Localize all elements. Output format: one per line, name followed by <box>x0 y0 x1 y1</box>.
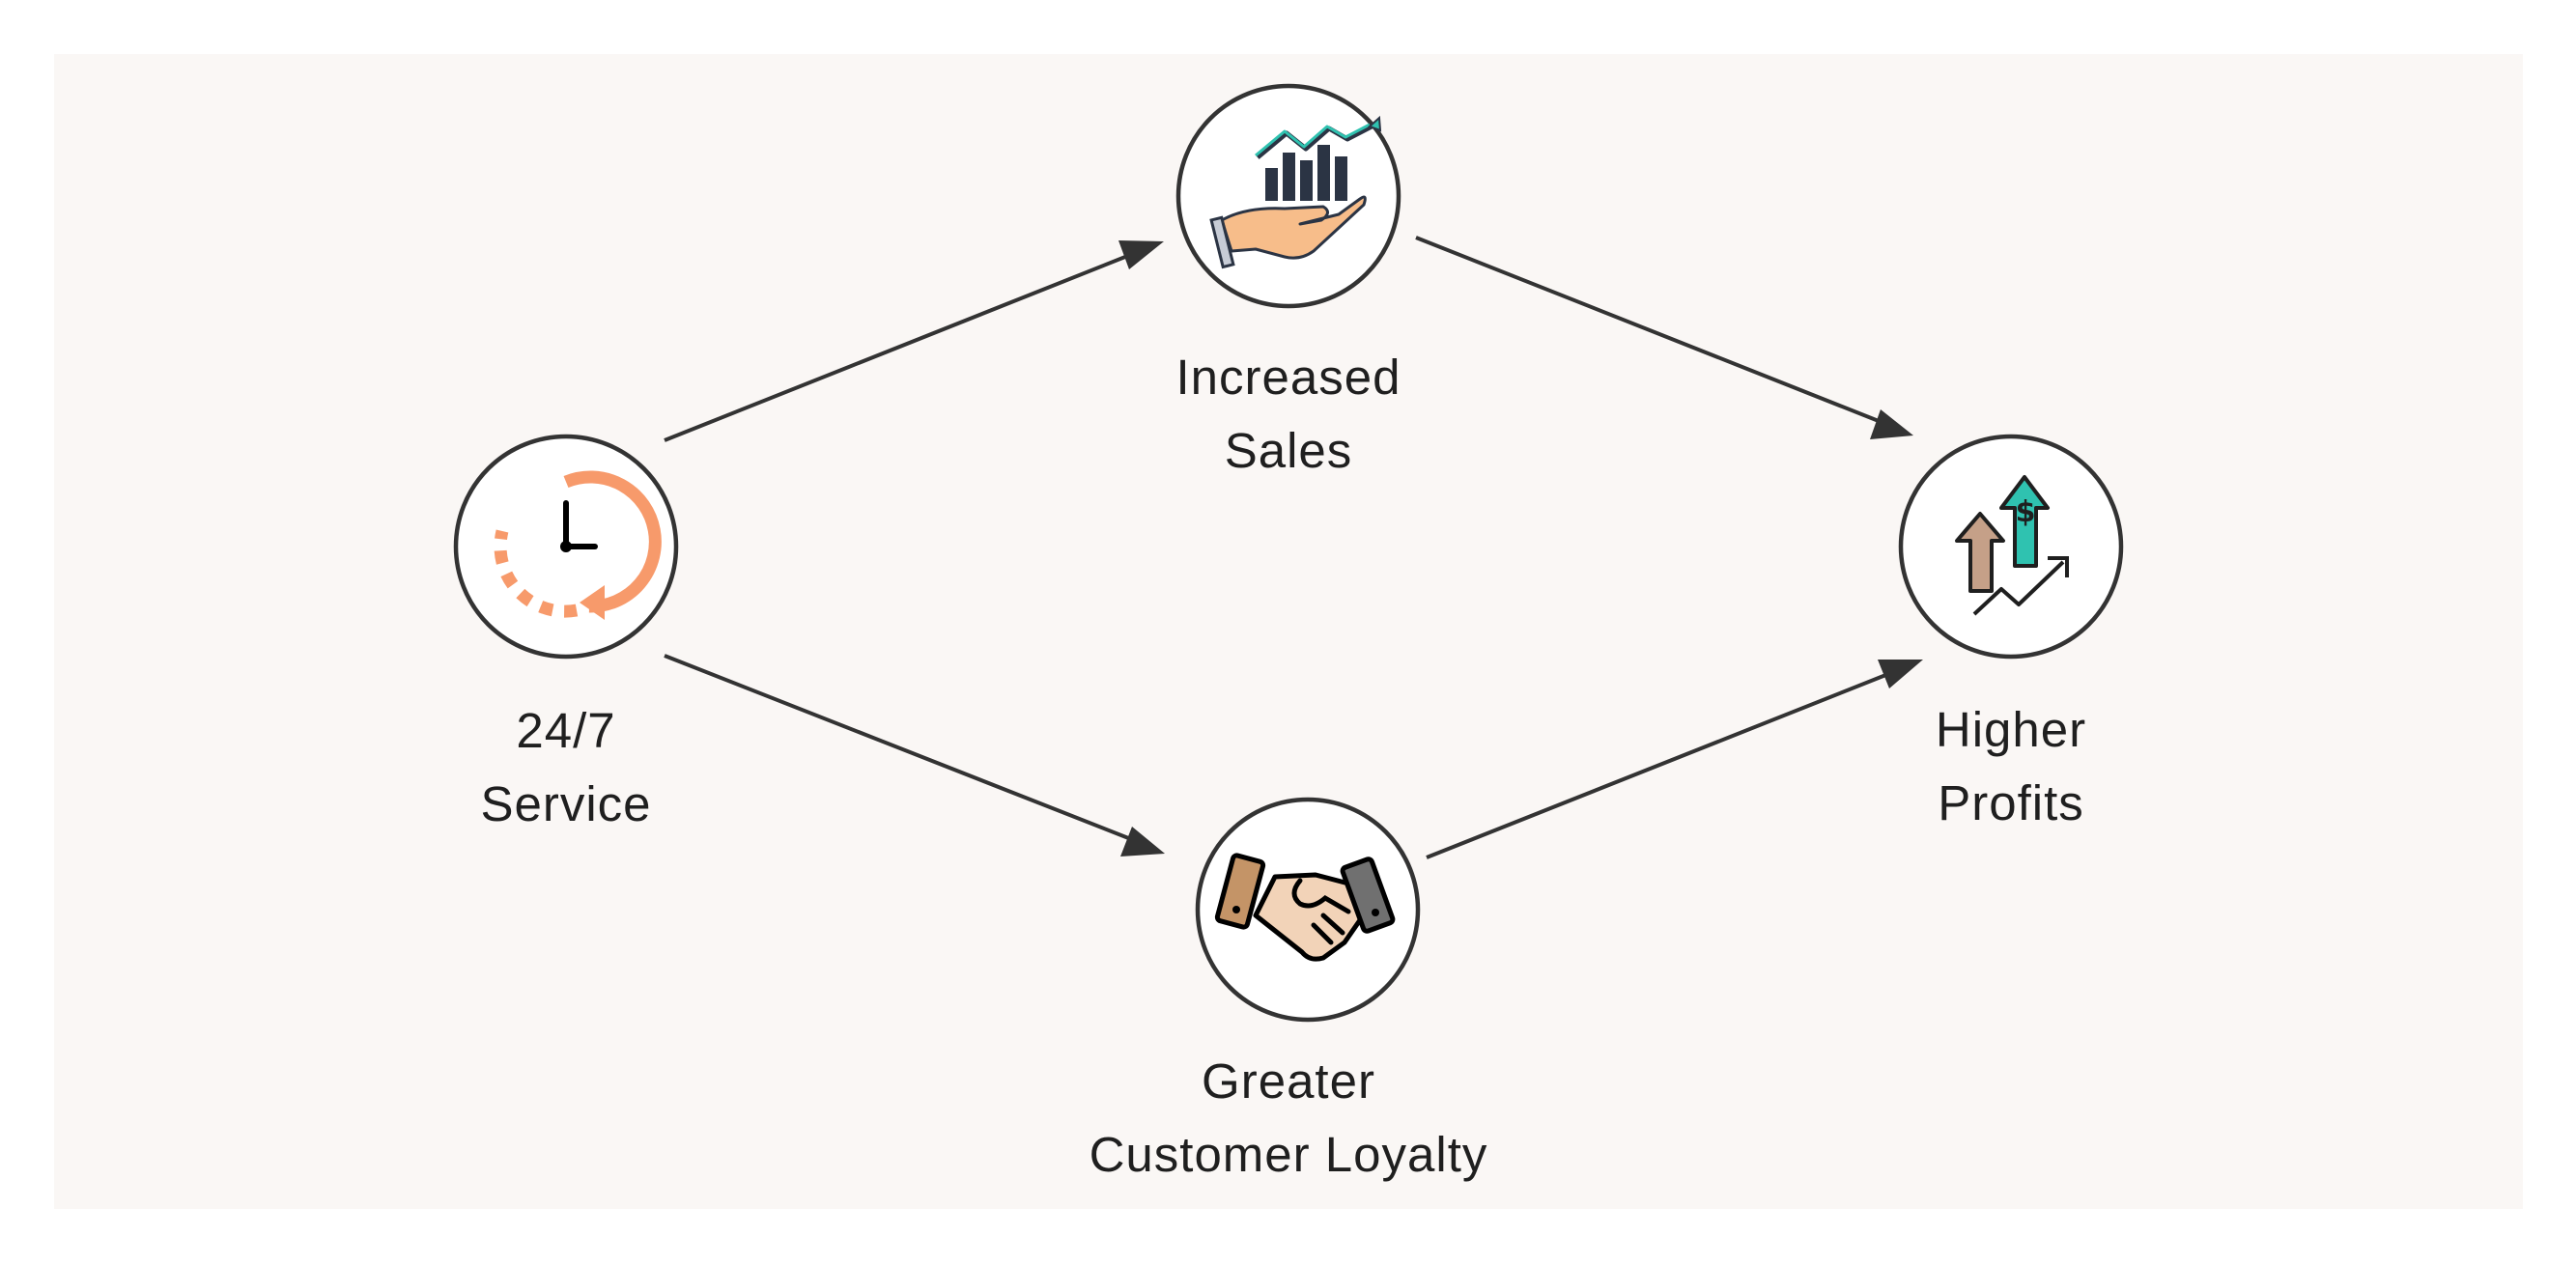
label-loyalty: Greater Customer Loyalty <box>999 1045 1578 1192</box>
edge-service-to-sales <box>664 240 1164 442</box>
label-profits-line1: Higher <box>1935 702 2087 757</box>
label-sales-line2: Sales <box>1224 423 1353 478</box>
label-service: 24/7 Service <box>276 694 856 841</box>
handshake-icon <box>1214 853 1396 962</box>
label-service-line2: Service <box>480 776 652 831</box>
node-sales <box>1175 83 1401 309</box>
label-loyalty-line2: Customer Loyalty <box>1089 1127 1488 1182</box>
label-service-line1: 24/7 <box>516 703 616 758</box>
label-sales: Increased Sales <box>999 341 1578 488</box>
node-service <box>453 434 679 660</box>
node-loyalty <box>1195 797 1421 1023</box>
node-profits: $ <box>1898 434 2124 660</box>
edge-service-to-loyalty <box>664 654 1165 857</box>
clock-icon <box>494 470 662 620</box>
hand-chart-icon <box>1209 115 1382 269</box>
edge-sales-to-profits <box>1415 236 1913 439</box>
profit-arrows-icon: $ <box>1955 475 2069 616</box>
label-profits: Higher Profits <box>1721 693 2301 840</box>
edge-loyalty-to-profits <box>1426 660 1923 859</box>
label-sales-line1: Increased <box>1175 350 1401 405</box>
svg-text:$: $ <box>2016 495 2036 529</box>
label-loyalty-line1: Greater <box>1202 1053 1375 1109</box>
label-profits-line2: Profits <box>1938 775 2084 830</box>
